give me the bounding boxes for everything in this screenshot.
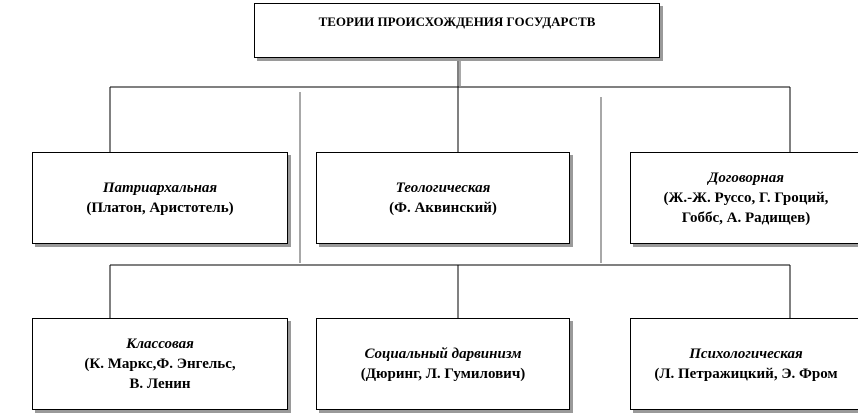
title-box: ТЕОРИИ ПРОИСХОЖДЕНИЯ ГОСУДАРСТВ [254, 3, 660, 58]
theory-authors: (Ф. Аквинский) [389, 200, 497, 216]
theory-authors: (Платон, Аристотель) [86, 200, 234, 216]
theory-authors: (Ж.-Ж. Руссо, Г. Гроций, [663, 190, 829, 206]
theory-authors: (Дюринг, Л. Гумилович) [360, 366, 526, 382]
theory-box-contractual: Договорная (Ж.-Ж. Руссо, Г. Гроций, Гобб… [630, 152, 858, 244]
theory-box-patriarchal: Патриархальная (Платон, Аристотель) [32, 152, 288, 244]
theory-authors-continued: Гоббс, А. Радищев) [681, 210, 811, 226]
theory-box-psychological: Психологическая (Л. Петражицкий, Э. Фром [630, 318, 858, 410]
theory-name: Социальный дарвинизм [364, 346, 522, 362]
theory-box-social-darwinism: Социальный дарвинизм (Дюринг, Л. Гумилов… [316, 318, 570, 410]
theory-name: Классовая [126, 336, 194, 352]
theory-box-class: Классовая (К. Маркс,Ф. Энгельс, В. Ленин [32, 318, 288, 410]
theory-authors: (Л. Петражицкий, Э. Фром [654, 366, 838, 382]
diagram-title: ТЕОРИИ ПРОИСХОЖДЕНИЯ ГОСУДАРСТВ [318, 14, 596, 29]
theory-box-theological: Теологическая (Ф. Аквинский) [316, 152, 570, 244]
theory-name: Договорная [708, 170, 784, 186]
theory-name: Патриархальная [102, 180, 218, 196]
theory-name: Психологическая [689, 346, 803, 362]
theory-name: Теологическая [395, 180, 491, 196]
theory-authors: (К. Маркс,Ф. Энгельс, [84, 356, 236, 372]
theory-authors-continued: В. Ленин [129, 376, 191, 392]
